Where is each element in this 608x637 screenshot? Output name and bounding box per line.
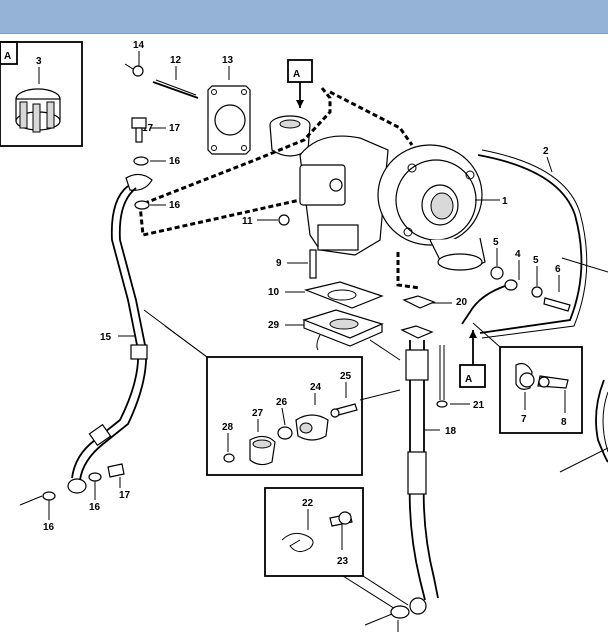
stud-part xyxy=(152,79,199,99)
parts-diagram: A 3 14 12 13 A xyxy=(0,33,608,632)
nut-part xyxy=(132,65,144,77)
gasket-part-10 xyxy=(303,281,384,309)
part-label-14: 14 xyxy=(133,40,145,51)
part-label-17: 17 xyxy=(169,123,181,134)
drain-pipe-18 xyxy=(405,340,439,601)
part-label-17b: 17 xyxy=(119,490,131,501)
turbocharger-part xyxy=(299,135,486,271)
bottom-washer xyxy=(390,605,410,619)
part-label-17a: 17 xyxy=(142,123,154,134)
part-label-13: 13 xyxy=(222,55,234,66)
washer-part xyxy=(278,214,290,226)
oil-feed-pipe-15 xyxy=(67,173,153,494)
svg-text:A: A xyxy=(293,69,300,80)
detail-box-a-top-left: A 3 xyxy=(0,41,83,147)
part-label-28: 28 xyxy=(222,422,234,433)
part-label-12: 12 xyxy=(170,55,182,66)
oil-return-pipe-2 xyxy=(477,149,588,339)
part-label-3: 3 xyxy=(36,56,42,67)
part-label-27: 27 xyxy=(252,408,264,419)
part-label-9: 9 xyxy=(276,258,282,269)
dashed-outline-top xyxy=(329,90,414,146)
banjo-pipe-4 xyxy=(461,285,506,325)
part-label-20: 20 xyxy=(456,297,468,308)
dashed-outline-bottom xyxy=(396,252,421,290)
part-label-4: 4 xyxy=(515,249,521,260)
part-label-16a: 16 xyxy=(169,156,181,167)
part-label-1: 1 xyxy=(502,196,508,207)
sealing-washer-16 xyxy=(133,156,149,166)
part-label-16b: 16 xyxy=(169,200,181,211)
banjo-bolt-part-17 xyxy=(131,117,147,129)
part-label-5a: 5 xyxy=(493,237,499,248)
part-label-21: 21 xyxy=(473,400,485,411)
callout-letter: A xyxy=(4,51,11,62)
bolt-part-21 xyxy=(436,400,448,408)
callout-a-lower xyxy=(459,364,486,388)
part-label-5b: 5 xyxy=(533,255,539,266)
part-label-26: 26 xyxy=(276,397,288,408)
part-label-24: 24 xyxy=(310,382,322,393)
dashed-outline-left xyxy=(138,87,332,237)
part-label-16c: 16 xyxy=(43,522,55,533)
part-label-22: 22 xyxy=(302,498,314,509)
part-label-8: 8 xyxy=(561,417,567,428)
part-label-16d: 16 xyxy=(89,502,101,513)
detail-box-parts-22-23: 22 23 xyxy=(264,487,364,577)
detail-box-parts-7-8: 7 8 xyxy=(499,346,583,434)
part-label-25: 25 xyxy=(340,371,352,382)
title-bar xyxy=(0,0,608,34)
stud-part-9 xyxy=(309,249,317,279)
part-label-10: 10 xyxy=(268,287,280,298)
svg-text:A: A xyxy=(465,374,472,385)
part-label-18: 18 xyxy=(445,426,457,437)
gasket-part-20 xyxy=(402,295,436,309)
part-label-11: 11 xyxy=(242,216,253,227)
part-label-15: 15 xyxy=(100,332,112,343)
detail-box-parts-24-28: 24 25 26 27 28 xyxy=(206,356,363,476)
part-label-29: 29 xyxy=(268,320,280,331)
bolt-part-6 xyxy=(543,297,571,312)
part-label-2: 2 xyxy=(543,146,549,157)
part-label-23: 23 xyxy=(337,556,349,567)
exploded-view-drawing: A 3 14 12 13 A xyxy=(0,40,608,632)
coupling-insert-part xyxy=(15,88,61,133)
part-label-7: 7 xyxy=(521,414,527,425)
part-label-6: 6 xyxy=(555,264,561,275)
